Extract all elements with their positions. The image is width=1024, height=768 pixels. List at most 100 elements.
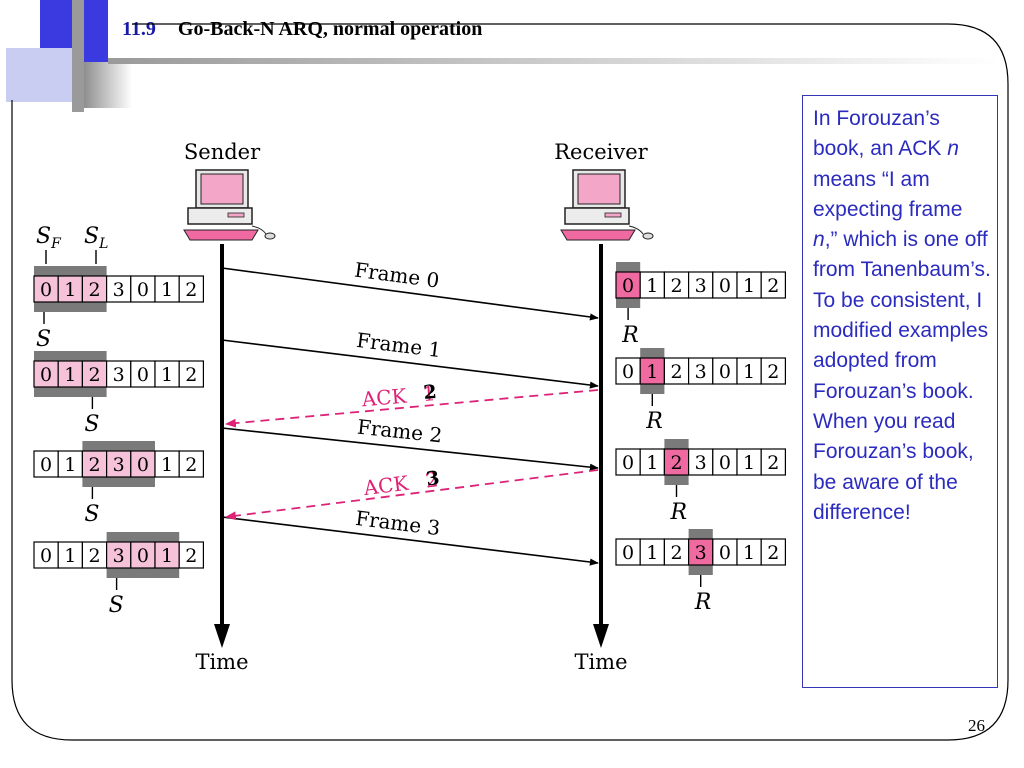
receiver-computer-icon — [560, 169, 654, 241]
sequence-number: 3 — [113, 279, 125, 301]
note-text-1: In Forouzan’s book, an ACK — [813, 107, 948, 161]
sequence-number: 0 — [40, 454, 52, 476]
note-text-2: means “I am expecting frame — [813, 167, 963, 221]
title-accent-light-square — [6, 48, 72, 102]
sequence-cell — [33, 275, 59, 303]
sequence-number: 0 — [137, 364, 149, 386]
sequence-number: 2 — [767, 275, 779, 297]
sequence-cell — [130, 275, 156, 303]
sequence-cell — [81, 275, 108, 303]
sequence-number: 2 — [185, 279, 197, 301]
sequence-number: 3 — [113, 364, 125, 386]
sequence-number: 1 — [743, 361, 755, 383]
sequence-number: 1 — [646, 452, 658, 474]
ack-1-label: ACK — [360, 384, 409, 412]
sequence-cell — [105, 541, 132, 569]
sequence-number: 1 — [743, 275, 755, 297]
frame-0-arrow — [221, 267, 599, 321]
sequence-number: 2 — [185, 454, 197, 476]
sequence-cell — [760, 538, 787, 566]
sequence-cell — [736, 271, 762, 299]
s-pointer-label: S — [84, 502, 99, 527]
sequence-number: 1 — [743, 542, 755, 564]
receiver-timeline-arrowhead — [593, 624, 609, 648]
sequence-number: 2 — [670, 452, 682, 474]
sequence-cell — [154, 541, 180, 569]
sequence-cell — [687, 271, 714, 299]
sequence-cell — [178, 541, 204, 569]
sequence-cell — [736, 538, 762, 566]
sf-label: SF — [36, 224, 62, 252]
sequence-number: 2 — [767, 542, 779, 564]
sequence-cell — [687, 357, 714, 385]
ack-1-corrected-number: 2 — [423, 381, 438, 404]
sequence-number: 0 — [622, 542, 634, 564]
sf-label-main: S — [36, 224, 51, 249]
sequence-number: 1 — [161, 279, 173, 301]
frame-3-transfer: Frame 3 — [221, 506, 599, 566]
sender-computer-icon — [183, 169, 276, 241]
page-number: 26 — [968, 716, 985, 735]
ack-1-original-number: 1 — [422, 381, 437, 406]
ack-2-transfer: ACK 2 3 — [224, 467, 599, 521]
sequence-cell — [57, 360, 84, 388]
sequence-cell — [712, 271, 738, 299]
sequence-number: 3 — [113, 545, 125, 567]
sequence-number: 1 — [64, 454, 76, 476]
sequence-cell — [639, 448, 666, 476]
sequence-number: 0 — [137, 279, 149, 301]
sequence-number: 0 — [40, 545, 52, 567]
frame-2-arrow — [221, 427, 599, 471]
sender-label: Sender — [184, 140, 261, 164]
sequence-cell — [154, 450, 180, 478]
title-accent-gray-bar — [72, 0, 84, 112]
sequence-number: 2 — [185, 545, 197, 567]
ack-2-text: ACK — [361, 471, 410, 501]
sequence-number: 0 — [137, 454, 149, 476]
sequence-number: 2 — [88, 279, 100, 301]
sequence-number: 1 — [646, 542, 658, 564]
sequence-number: 1 — [646, 361, 658, 383]
sequence-cell — [615, 448, 641, 476]
sequence-cell — [33, 450, 59, 478]
sequence-number: 0 — [719, 542, 731, 564]
sequence-cell — [639, 538, 666, 566]
sequence-cell — [639, 271, 666, 299]
sequence-number: 0 — [719, 275, 731, 297]
sequence-number: 3 — [695, 275, 707, 297]
sequence-number: 1 — [161, 545, 173, 567]
sequence-number: 0 — [719, 361, 731, 383]
sl-label-main: S — [84, 224, 99, 249]
sl-label-sub: L — [98, 236, 108, 252]
receiver-time-label: Time — [574, 650, 627, 674]
sequence-number: 0 — [622, 361, 634, 383]
sequence-cell — [712, 357, 738, 385]
note-n-2: n — [813, 228, 825, 252]
note-text-3: ,” which is one off from Tanenbaum’s. To… — [813, 228, 991, 524]
sequence-cell — [615, 538, 641, 566]
sequence-number: 2 — [185, 364, 197, 386]
frame-1-arrow — [221, 339, 599, 389]
sequence-number: 1 — [64, 545, 76, 567]
receiver-label: Receiver — [554, 140, 648, 164]
r-pointer-label: R — [694, 590, 712, 615]
sequence-number: 3 — [113, 454, 125, 476]
ack-1-arrow — [224, 389, 599, 428]
sequence-number: 1 — [161, 454, 173, 476]
sequence-number: 0 — [622, 275, 634, 297]
sequence-cell — [33, 360, 59, 388]
sequence-number: 0 — [40, 364, 52, 386]
s-pointer-label: S — [36, 327, 51, 352]
sequence-number: 2 — [670, 361, 682, 383]
sequence-cell — [105, 450, 132, 478]
sender-time-label: Time — [195, 650, 248, 674]
sequence-cell — [178, 450, 204, 478]
sf-label-sub: F — [50, 236, 62, 252]
ack-2-original-number: 2 — [424, 467, 440, 492]
